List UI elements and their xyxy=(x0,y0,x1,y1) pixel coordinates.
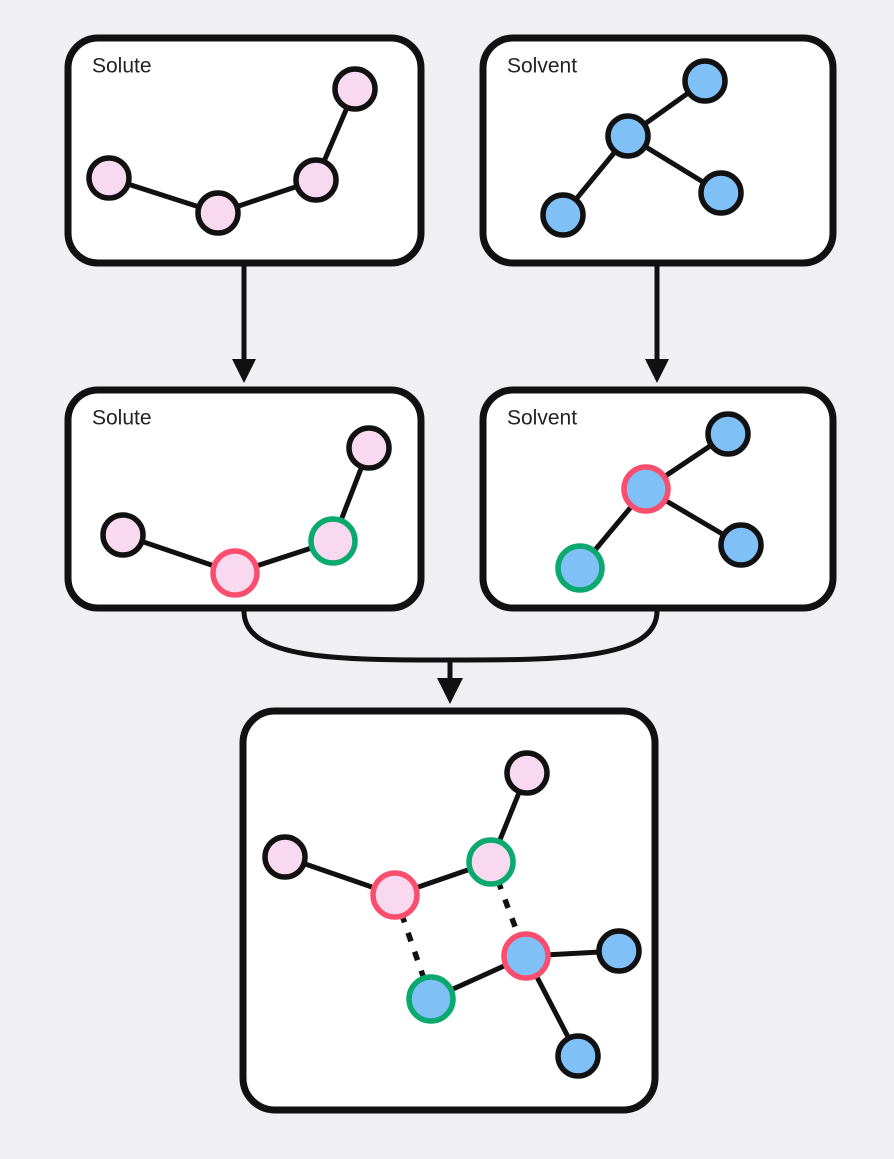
arrow-head-icon xyxy=(232,359,256,383)
panel-background xyxy=(64,34,425,267)
panel-solute-marked[interactable]: Solute xyxy=(64,386,425,612)
graph-node[interactable] xyxy=(596,928,642,974)
arrow-head-icon xyxy=(645,359,669,383)
graph-node[interactable] xyxy=(346,425,392,471)
graph-node[interactable] xyxy=(682,58,728,104)
graph-node[interactable] xyxy=(605,113,651,159)
graph-node[interactable] xyxy=(504,750,550,796)
graph-node[interactable] xyxy=(621,464,671,514)
graph-node[interactable] xyxy=(705,411,751,457)
panel-solute-input[interactable]: Solute xyxy=(64,34,425,267)
graph-node[interactable] xyxy=(555,1033,601,1079)
arrow-solvent-down xyxy=(645,266,669,383)
arrow-merge-down xyxy=(241,608,660,704)
graph-node[interactable] xyxy=(370,870,420,920)
panel-solvent-marked[interactable]: Solvent xyxy=(479,386,837,612)
graph-node[interactable] xyxy=(466,837,516,887)
panel-solvent-input[interactable]: Solvent xyxy=(479,34,837,267)
panel-complex-output[interactable] xyxy=(239,707,659,1114)
graph-node[interactable] xyxy=(501,931,551,981)
nodes-group xyxy=(555,411,764,593)
graph-node[interactable] xyxy=(332,66,378,112)
graph-node[interactable] xyxy=(698,170,744,216)
graph-node[interactable] xyxy=(406,974,456,1024)
graph-node[interactable] xyxy=(262,834,308,880)
panel-title: Solvent xyxy=(507,54,577,77)
panel-title: Solute xyxy=(92,406,152,429)
nodes-group xyxy=(100,425,392,598)
graph-node[interactable] xyxy=(293,157,339,203)
arrow-solute-down xyxy=(232,266,256,383)
panel-title: Solute xyxy=(92,54,152,77)
nodes-group xyxy=(540,58,744,238)
graph-node[interactable] xyxy=(210,548,260,598)
graph-node[interactable] xyxy=(86,155,132,201)
graph-node[interactable] xyxy=(308,516,358,566)
graph-node[interactable] xyxy=(540,192,586,238)
graph-node[interactable] xyxy=(718,522,764,568)
graph-node[interactable] xyxy=(195,190,241,236)
connectors-layer xyxy=(232,266,669,704)
panel-title: Solvent xyxy=(507,406,577,429)
graph-node[interactable] xyxy=(555,543,605,593)
nodes-group xyxy=(262,750,642,1079)
arrow-head-icon xyxy=(437,678,463,704)
graph-node[interactable] xyxy=(100,512,146,558)
nodes-group xyxy=(86,66,378,236)
